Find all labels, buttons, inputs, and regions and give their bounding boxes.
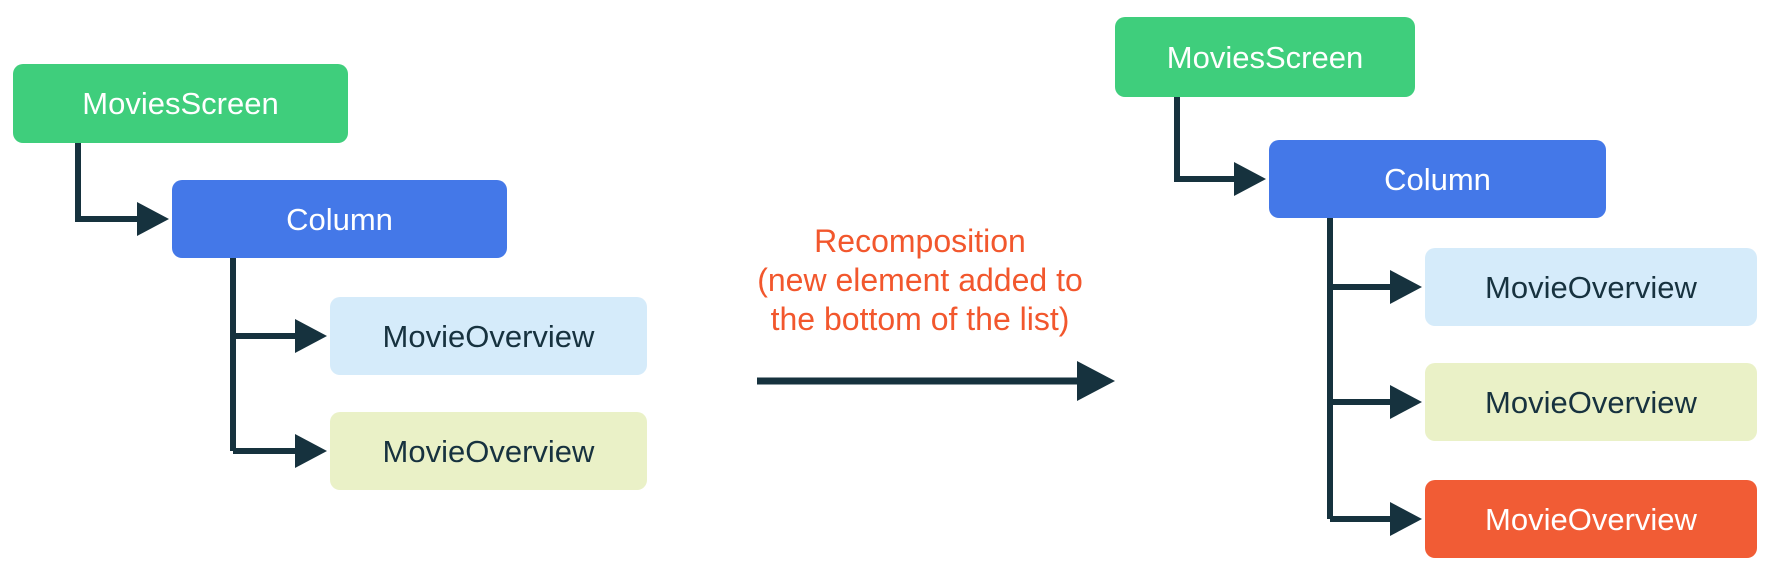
arrowhead-icon [1077,361,1115,401]
arrowhead-icon [137,202,169,236]
left-tree-item-node: MovieOverview [330,412,647,490]
arrowhead-icon [1234,162,1266,196]
arrowhead-icon [295,319,327,353]
arrowhead-icon [1390,502,1422,536]
left-tree-column-node: Column [172,180,507,258]
right-tree-new-item-node: MovieOverview [1425,480,1757,558]
arrowhead-icon [1390,270,1422,304]
caption-line: Recomposition [814,223,1026,259]
left-tree-root-node: MoviesScreen [13,64,348,143]
left-root-to-column-connector [75,142,137,222]
recomposition-caption: Recomposition (new element added to the … [703,222,1137,339]
right-tree-item-node: MovieOverview [1425,363,1757,441]
right-root-to-column-connector [1174,97,1234,182]
caption-line: (new element added to [757,262,1083,298]
right-tree-item-node: MovieOverview [1425,248,1757,326]
left-tree-item-node: MovieOverview [330,297,647,375]
right-tree-root-node: MoviesScreen [1115,17,1415,97]
arrowhead-icon [295,434,327,468]
right-tree-column-node: Column [1269,140,1606,218]
arrowhead-icon [1390,385,1422,419]
caption-line: the bottom of the list) [770,301,1070,337]
